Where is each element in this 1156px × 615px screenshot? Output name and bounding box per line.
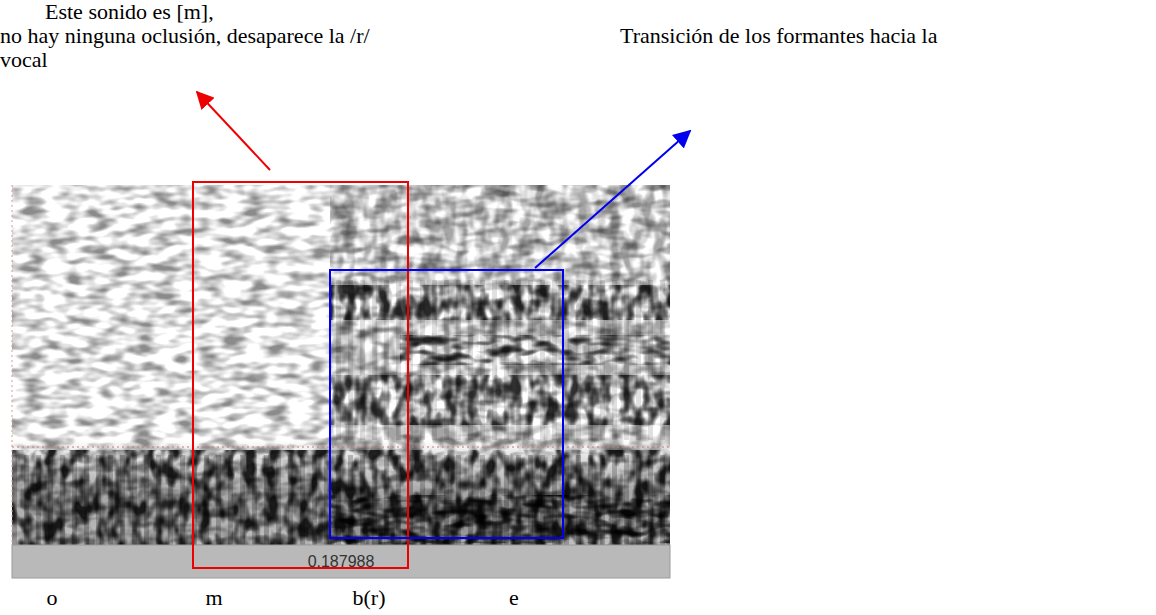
time-bar: 0.187988 bbox=[12, 545, 670, 578]
annotation-text: vocal bbox=[0, 48, 48, 72]
segment-label: e bbox=[509, 586, 519, 610]
segment-label: m bbox=[205, 586, 222, 610]
annotation-text: Este sonido es [m], bbox=[45, 0, 214, 24]
annotation-text: no hay ninguna oclusión, desaparece la /… bbox=[0, 24, 370, 48]
annotation-text: Transición de los formantes hacia la bbox=[620, 24, 938, 48]
segment-label: o bbox=[47, 586, 58, 610]
segment-label: b(r) bbox=[353, 586, 386, 610]
time-value: 0.187988 bbox=[308, 553, 375, 571]
